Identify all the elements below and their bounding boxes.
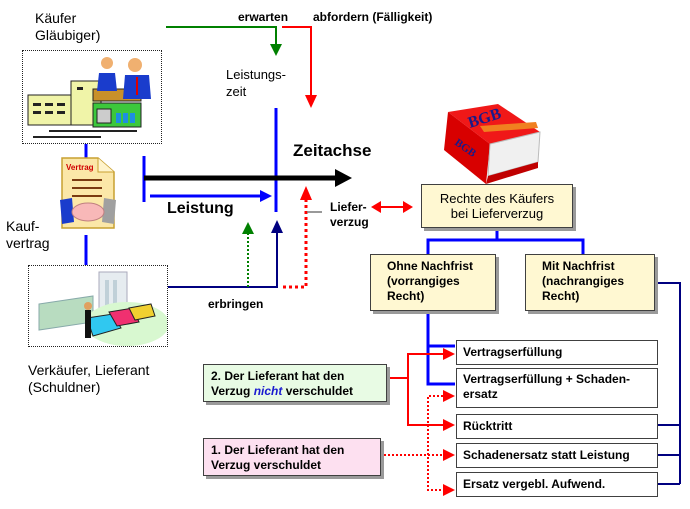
case1-arrowhead-2 bbox=[443, 390, 455, 402]
seller-cars-icon bbox=[38, 271, 169, 346]
case1-arrowhead-5 bbox=[443, 484, 455, 496]
case2-line1: 2. Der Lieferant hat den bbox=[211, 369, 345, 383]
performance-label: Leistung bbox=[167, 200, 234, 217]
remedy-performance-plus-damages: Vertragserfüllung + Schaden- ersatz bbox=[456, 368, 658, 408]
case1-line1: 1. Der Lieferant hat den bbox=[211, 443, 345, 457]
buyer-label-line2: Gläubiger) bbox=[35, 27, 101, 43]
delay-label: Liefer- verzug bbox=[330, 200, 369, 230]
law-book-icon: BGB BGB bbox=[444, 104, 541, 184]
contract-label-line2: vertrag bbox=[6, 235, 50, 251]
case1-arrowhead-4 bbox=[443, 449, 455, 461]
contract-label: Kauf- vertrag bbox=[6, 218, 50, 252]
case2-box: 2. Der Lieferant hat den Verzug nicht ve… bbox=[203, 364, 387, 402]
rights-tree-branch bbox=[426, 238, 585, 256]
without-deadline-box: Ohne Nachfrist (vorrangiges Recht) bbox=[370, 254, 496, 311]
case2-branch bbox=[407, 353, 443, 426]
remedy-label-line2: ersatz bbox=[463, 387, 498, 401]
remedy-label: Vertragserfüllung bbox=[463, 345, 563, 359]
rights-line2: bei Lieferverzug bbox=[450, 206, 544, 221]
seller-label-line2: (Schuldner) bbox=[28, 379, 101, 395]
expect-label: erwarten bbox=[238, 10, 289, 24]
performance-time-label: Leistungs- zeit bbox=[226, 66, 286, 100]
with-deadline-line3: Recht) bbox=[542, 289, 580, 303]
demand-label: abfordern (Fälligkeit) bbox=[313, 10, 433, 24]
case2-line2-pre: Verzug bbox=[211, 384, 254, 398]
deliver-arrowhead bbox=[271, 220, 283, 233]
case2-arrowhead-3 bbox=[443, 419, 455, 431]
case2-line2-emphasis: nicht bbox=[253, 384, 283, 398]
delay-dotted-line bbox=[283, 200, 308, 289]
buyer-label-line1: Käufer bbox=[35, 10, 77, 26]
with-deadline-line1: Mit Nachfrist bbox=[542, 259, 615, 273]
remedy-label: Rücktritt bbox=[463, 419, 513, 433]
performance-arrowhead bbox=[260, 190, 272, 202]
buyer-office-icon bbox=[27, 57, 151, 138]
deliver-green-arrowhead bbox=[242, 222, 254, 234]
performance-time-line1: Leistungs- bbox=[226, 67, 286, 82]
remedy-withdrawal: Rücktritt bbox=[456, 414, 658, 439]
case1-box: 1. Der Lieferant hat den Verzug verschul… bbox=[203, 438, 381, 476]
buyer-label: Käufer Gläubiger) bbox=[35, 10, 100, 44]
delay-label-line2: verzug bbox=[330, 215, 369, 229]
case2-line2: Verzug nicht verschuldet bbox=[211, 384, 386, 399]
contract-handshake-icon: Vertrag bbox=[60, 157, 116, 229]
bgb-book-illustration: BGB BGB bbox=[440, 104, 550, 184]
remedy-wasted-expenses: Ersatz vergebl. Aufwend. bbox=[456, 472, 658, 497]
delay-arrowhead bbox=[300, 186, 312, 200]
case2-arrowhead-1 bbox=[443, 348, 455, 360]
contract-doc-title: Vertrag bbox=[66, 163, 94, 172]
seller-label-line1: Verkäufer, Lieferant bbox=[28, 362, 150, 378]
deliver-line bbox=[166, 232, 278, 288]
double-arrow-left-head bbox=[371, 201, 381, 213]
contract-label-line1: Kauf- bbox=[6, 218, 40, 234]
case2-line2-post: verschuldet bbox=[282, 384, 354, 398]
with-deadline-line2: (nachrangiges bbox=[542, 274, 625, 288]
rights-line1: Rechte des Käufers bbox=[439, 191, 555, 206]
with-deadline-link bbox=[655, 282, 681, 484]
delay-label-line1: Liefer- bbox=[330, 200, 367, 214]
without-deadline-line1: Ohne Nachfrist bbox=[387, 259, 474, 273]
seller-illustration bbox=[28, 265, 169, 347]
deliver-label: erbringen bbox=[208, 297, 264, 311]
demand-arrow bbox=[282, 26, 312, 95]
double-arrow-right-head bbox=[403, 201, 413, 213]
performance-time-line2: zeit bbox=[226, 84, 247, 99]
case1-branch bbox=[427, 395, 443, 491]
without-deadline-line3: Recht) bbox=[387, 289, 425, 303]
buyer-illustration bbox=[22, 50, 162, 144]
seller-label: Verkäufer, Lieferant (Schuldner) bbox=[28, 362, 149, 396]
remedy-label: Schadenersatz statt Leistung bbox=[463, 448, 630, 462]
remedy-damages-instead-of-performance: Schadenersatz statt Leistung bbox=[456, 443, 658, 468]
without-deadline-line2: (vorrangiges bbox=[387, 274, 460, 288]
without-deadline-link bbox=[426, 310, 455, 386]
rights-box: Rechte des Käufers bei Lieferverzug bbox=[421, 184, 573, 228]
case1-line2: Verzug verschuldet bbox=[211, 458, 322, 472]
demand-arrowhead bbox=[305, 95, 317, 108]
remedy-contract-performance: Vertragserfüllung bbox=[456, 340, 658, 365]
remedy-label: Vertragserfüllung + Schaden- bbox=[463, 372, 631, 386]
expect-arrow bbox=[166, 26, 277, 44]
with-deadline-box: Mit Nachfrist (nachrangiges Recht) bbox=[525, 254, 655, 311]
time-axis-label: Zeitachse bbox=[293, 141, 372, 160]
remedy-label: Ersatz vergebl. Aufwend. bbox=[463, 477, 606, 491]
contract-illustration: Vertrag bbox=[58, 156, 118, 232]
expect-arrowhead bbox=[270, 44, 282, 56]
time-axis-arrowhead bbox=[335, 169, 352, 187]
